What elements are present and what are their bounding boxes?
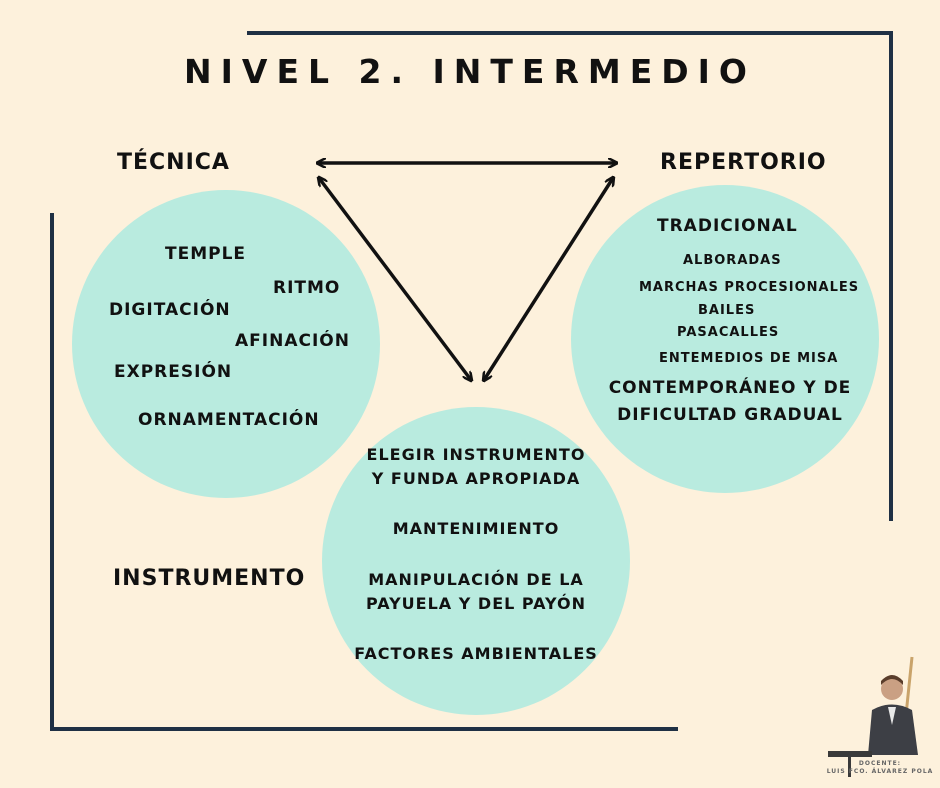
docente-photo (828, 655, 918, 777)
frame-top-line (247, 31, 893, 35)
tecnica-item: TEMPLE (165, 244, 247, 264)
repertorio-label: REPERTORIO (660, 150, 827, 175)
repertorio-contemporaneo-line2: DIFICULTAD GRADUAL (617, 405, 843, 425)
instrumento-item: ELEGIR INSTRUMENTO (366, 445, 586, 464)
tecnica-item: EXPRESIÓN (114, 362, 233, 382)
frame-right-line (889, 31, 893, 521)
docente-caption: DOCENTE: LUIS FCO. ÁLVAREZ POLA (820, 760, 940, 776)
tecnica-item: AFINACIÓN (235, 331, 350, 351)
frame-bottom-line (50, 727, 678, 731)
arrow-repertorio-instrumento (484, 178, 613, 380)
tecnica-label: TÉCNICA (117, 150, 230, 175)
docente-name: LUIS FCO. ÁLVAREZ POLA (826, 768, 934, 775)
instrumento-label: INSTRUMENTO (113, 566, 306, 591)
instrumento-item: MANIPULACIÓN DE LA (368, 570, 584, 589)
page-title: NIVEL 2. INTERMEDIO (184, 52, 756, 91)
instrumento-item: Y FUNDA APROPIADA (371, 469, 581, 488)
instrumento-circle (322, 407, 630, 715)
instrumento-item: MANTENIMIENTO (392, 519, 560, 538)
instrumento-item: PAYUELA Y DEL PAYÓN (365, 594, 586, 613)
repertorio-circle (571, 185, 879, 493)
repertorio-contemporaneo-line1: CONTEMPORÁNEO Y DE (608, 378, 852, 398)
instrumento-item: FACTORES AMBIENTALES (354, 644, 598, 663)
repertorio-item: ALBORADAS (683, 253, 782, 268)
docente-label: DOCENTE: (858, 760, 902, 767)
repertorio-heading-tradicional: TRADICIONAL (657, 216, 798, 236)
repertorio-item: PASACALLES (677, 325, 780, 340)
arrow-tecnica-instrumento (319, 178, 471, 380)
frame-left-line (50, 213, 54, 731)
tecnica-item: RITMO (273, 278, 341, 298)
tecnica-item: DIGITACIÓN (109, 300, 231, 320)
repertorio-item: BAILES (698, 303, 756, 318)
tecnica-item: ORNAMENTACIÓN (138, 410, 320, 430)
repertorio-item: ENTEMEDIOS DE MISA (659, 351, 839, 366)
repertorio-item: MARCHAS PROCESIONALES (639, 280, 860, 295)
